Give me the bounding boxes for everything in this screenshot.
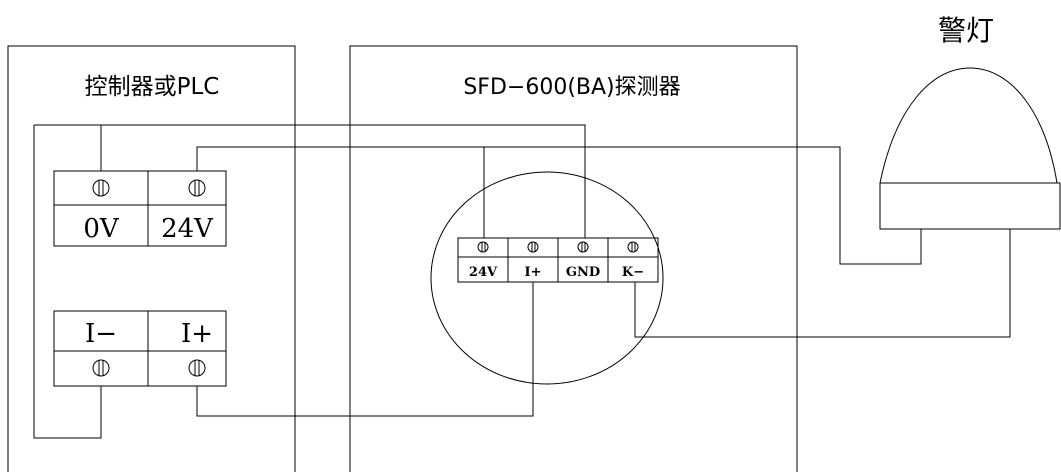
- detector-terminal-block: [457, 237, 659, 283]
- wire-signal-i-plus: [196, 282, 534, 417]
- wire-24v: [196, 146, 922, 265]
- wire-k-minus: [634, 229, 1011, 338]
- screw-icon: [627, 241, 639, 253]
- wire-gnd: [100, 124, 586, 238]
- screw-icon: [188, 359, 206, 377]
- controller-box: [7, 45, 296, 472]
- detector-terminal-label-24v: 24V: [469, 265, 498, 280]
- detector-box: [349, 45, 798, 472]
- terminal-label-i-minus: I−: [85, 319, 117, 349]
- wire-gnd-return: [33, 125, 102, 439]
- warning-lamp: [879, 67, 1061, 230]
- lamp-title: 警灯: [938, 14, 994, 47]
- detector-title: SFD−600(BA)探测器: [463, 75, 680, 100]
- detector-terminal-label-k-minus: K−: [622, 265, 644, 280]
- controller-title: 控制器或PLC: [85, 74, 220, 100]
- screw-icon: [188, 179, 206, 197]
- screw-icon: [477, 241, 489, 253]
- terminal-label-24v: 24V: [161, 214, 214, 244]
- terminal-label-i-plus: I+: [181, 319, 213, 349]
- detector-terminal-label-i-plus: I+: [525, 265, 542, 280]
- screw-icon: [527, 241, 539, 253]
- screw-icon: [577, 241, 589, 253]
- terminal-label-0v: 0V: [83, 214, 120, 244]
- detector-circle: [430, 171, 664, 385]
- detector-terminal-label-gnd: GND: [566, 265, 600, 280]
- screw-icon: [92, 179, 110, 197]
- screw-icon: [92, 359, 110, 377]
- controller-bottom-terminal-block: [53, 310, 227, 387]
- controller-top-terminal-block: [53, 170, 227, 247]
